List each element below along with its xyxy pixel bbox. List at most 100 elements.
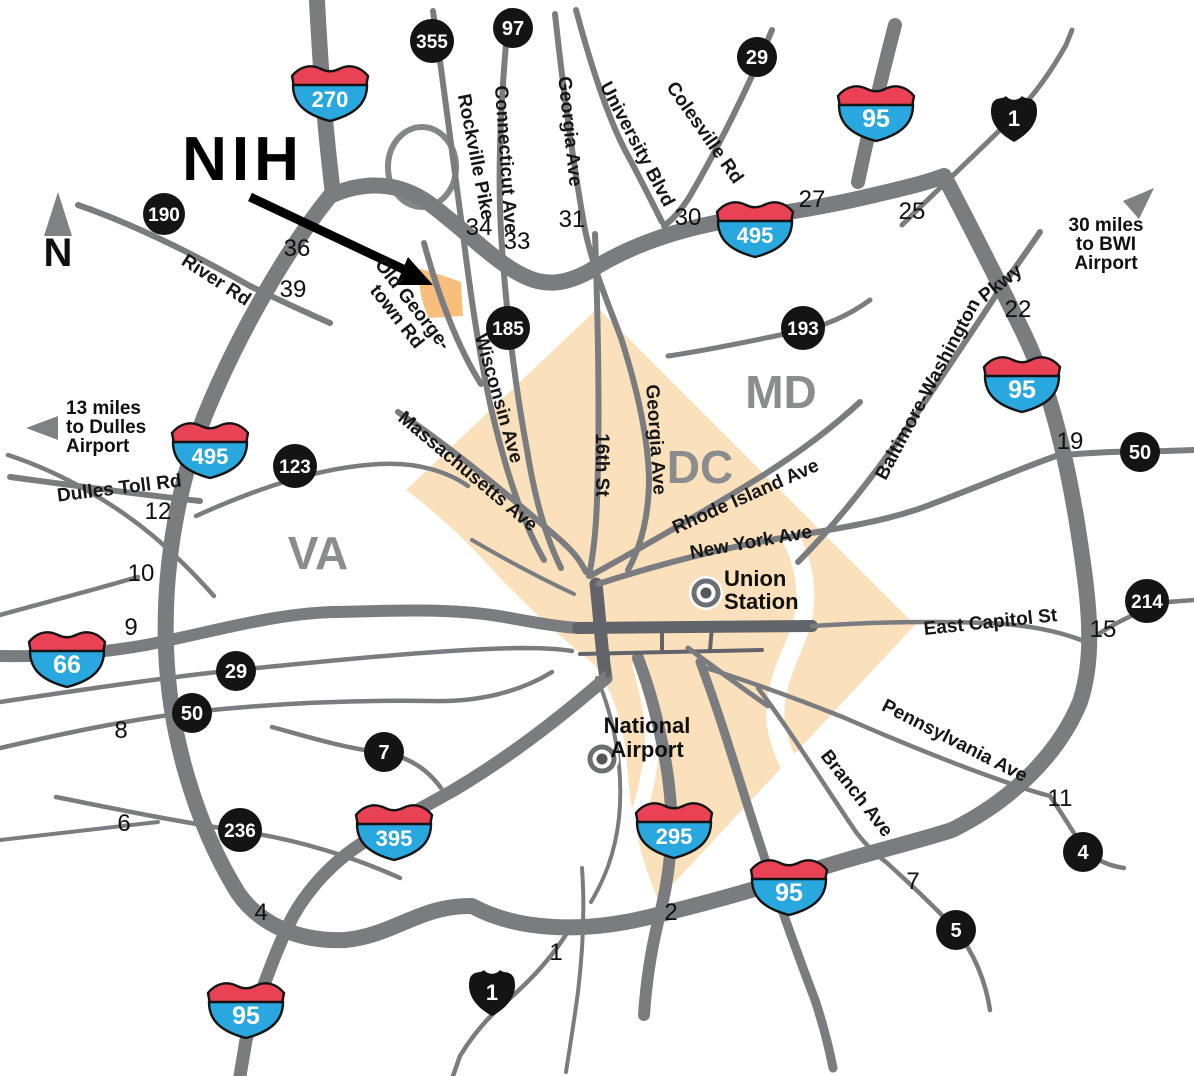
road-va-exit10 bbox=[0, 574, 141, 618]
exit-number-2: 2 bbox=[664, 899, 677, 926]
road-downtown-grid-3 bbox=[708, 625, 714, 652]
road-us1-northeast bbox=[899, 27, 1075, 228]
interstate-shield-icon-95: 95 bbox=[836, 85, 916, 143]
svg-text:29: 29 bbox=[225, 661, 247, 683]
svg-text:495: 495 bbox=[737, 223, 774, 248]
road-label-georgia-ave-north: Georgia Ave bbox=[553, 75, 585, 187]
route-shield-icon-5: 5 bbox=[936, 910, 976, 950]
region-label-dc: DC bbox=[667, 441, 733, 493]
union-station-dot-icon bbox=[700, 587, 712, 599]
road-label-university-blvd: University Blvd bbox=[595, 78, 678, 210]
road-mall-band bbox=[572, 620, 818, 634]
svg-text:95: 95 bbox=[775, 879, 803, 907]
svg-text:7: 7 bbox=[378, 742, 389, 764]
interstate-shield-icon-495: 495 bbox=[170, 422, 250, 480]
road-rhode-island-ave bbox=[587, 399, 863, 579]
svg-text:355: 355 bbox=[416, 32, 448, 53]
exit-number-39: 39 bbox=[280, 276, 307, 303]
road-us50-virginia bbox=[0, 669, 555, 751]
route-shield-icon-236: 236 bbox=[218, 808, 262, 852]
map-annotations bbox=[26, 188, 1154, 440]
interstate-shield-icon-66: 66 bbox=[27, 631, 107, 689]
road-rockville-pike-wisconsin-ave bbox=[430, 8, 547, 563]
road-downtown-grid-1 bbox=[578, 648, 764, 656]
exit-number-7: 7 bbox=[906, 868, 919, 895]
road-new-york-ave-us50 bbox=[595, 447, 1194, 587]
route-shield-icon-193: 193 bbox=[781, 306, 825, 350]
svg-text:395: 395 bbox=[376, 826, 413, 851]
exit-number-4: 4 bbox=[254, 899, 267, 926]
us-route-shield-icon-1: 1 bbox=[468, 970, 516, 1016]
interstate-shield-icon-95: 95 bbox=[982, 356, 1062, 414]
road-label-sixteenth-st: 16th St bbox=[591, 433, 612, 497]
svg-text:236: 236 bbox=[224, 821, 256, 842]
road-16th-st bbox=[586, 231, 602, 579]
road-georgia-ave bbox=[552, 11, 652, 573]
svg-text:29: 29 bbox=[746, 47, 768, 69]
exit-number-25: 25 bbox=[899, 198, 926, 225]
svg-text:66: 66 bbox=[53, 651, 81, 679]
svg-text:1: 1 bbox=[1008, 106, 1020, 131]
svg-text:295: 295 bbox=[656, 824, 693, 849]
svg-text:95: 95 bbox=[232, 1002, 260, 1030]
road-branch-ave bbox=[755, 685, 993, 1013]
exit-number-9: 9 bbox=[124, 614, 137, 641]
compass-north-label: N bbox=[44, 231, 73, 275]
route-shield-icon-50: 50 bbox=[172, 693, 212, 733]
region-label-md: MD bbox=[745, 366, 817, 418]
interstate-shield-icon-95: 95 bbox=[206, 982, 286, 1040]
nih-arrow-head bbox=[396, 257, 433, 285]
road-capital-beltway bbox=[157, 168, 1098, 949]
exit-number-19: 19 bbox=[1057, 428, 1084, 455]
anacostia-river bbox=[766, 531, 815, 795]
svg-text:190: 190 bbox=[148, 205, 180, 226]
road-va123 bbox=[193, 461, 471, 519]
road-airport-access bbox=[589, 676, 623, 904]
interstate-shield-icon-395: 395 bbox=[354, 804, 434, 862]
road-center-leg bbox=[589, 577, 613, 685]
exit-number-15: 15 bbox=[1090, 616, 1117, 643]
route-shield-icon-214: 214 bbox=[1125, 579, 1169, 623]
us-route-shield-icon-1: 1 bbox=[990, 96, 1038, 142]
exit-number-30: 30 bbox=[675, 204, 702, 231]
road-i395 bbox=[281, 671, 613, 933]
nih-callout-label: NIH bbox=[182, 125, 304, 194]
union-station-ring-icon bbox=[691, 578, 721, 608]
svg-text:50: 50 bbox=[1129, 442, 1151, 464]
exit-number-10: 10 bbox=[128, 560, 155, 587]
road-label-east-capitol-st: East Capitol St bbox=[923, 605, 1059, 640]
road-md193 bbox=[665, 297, 873, 359]
national-airport-ring-icon bbox=[587, 744, 617, 774]
nih-arrow bbox=[248, 192, 407, 275]
svg-text:495: 495 bbox=[192, 444, 229, 469]
exit-number-27: 27 bbox=[799, 186, 826, 213]
road-massachusetts-ave bbox=[395, 409, 589, 575]
exit-number-6: 6 bbox=[117, 810, 130, 837]
svg-text:4: 4 bbox=[1077, 842, 1089, 864]
svg-text:193: 193 bbox=[787, 319, 819, 340]
route-shield-icon-7: 7 bbox=[364, 732, 404, 772]
road-va-exit6 bbox=[0, 820, 160, 842]
exit-number-33: 33 bbox=[504, 228, 531, 255]
exit-number-1: 1 bbox=[549, 939, 562, 966]
route-shield-icon-185: 185 bbox=[486, 306, 530, 350]
road-us29-virginia bbox=[0, 645, 575, 705]
road-river-rd bbox=[75, 202, 333, 326]
interstate-shield-icon-95: 95 bbox=[749, 859, 829, 917]
svg-text:1: 1 bbox=[486, 980, 498, 1005]
exit-number-12: 12 bbox=[145, 498, 172, 525]
route-shield-icon-355: 355 bbox=[410, 19, 454, 63]
svg-text:185: 185 bbox=[492, 319, 524, 340]
road-downtown-spoke bbox=[470, 538, 576, 596]
svg-text:270: 270 bbox=[312, 87, 349, 112]
interstate-shield-icon-495: 495 bbox=[715, 201, 795, 259]
road-va-south-parallel bbox=[564, 866, 586, 1074]
road-dulles-toll-rd bbox=[7, 474, 203, 504]
exit-number-34: 34 bbox=[466, 214, 493, 241]
interstate-shield-icon-295: 295 bbox=[634, 802, 714, 860]
